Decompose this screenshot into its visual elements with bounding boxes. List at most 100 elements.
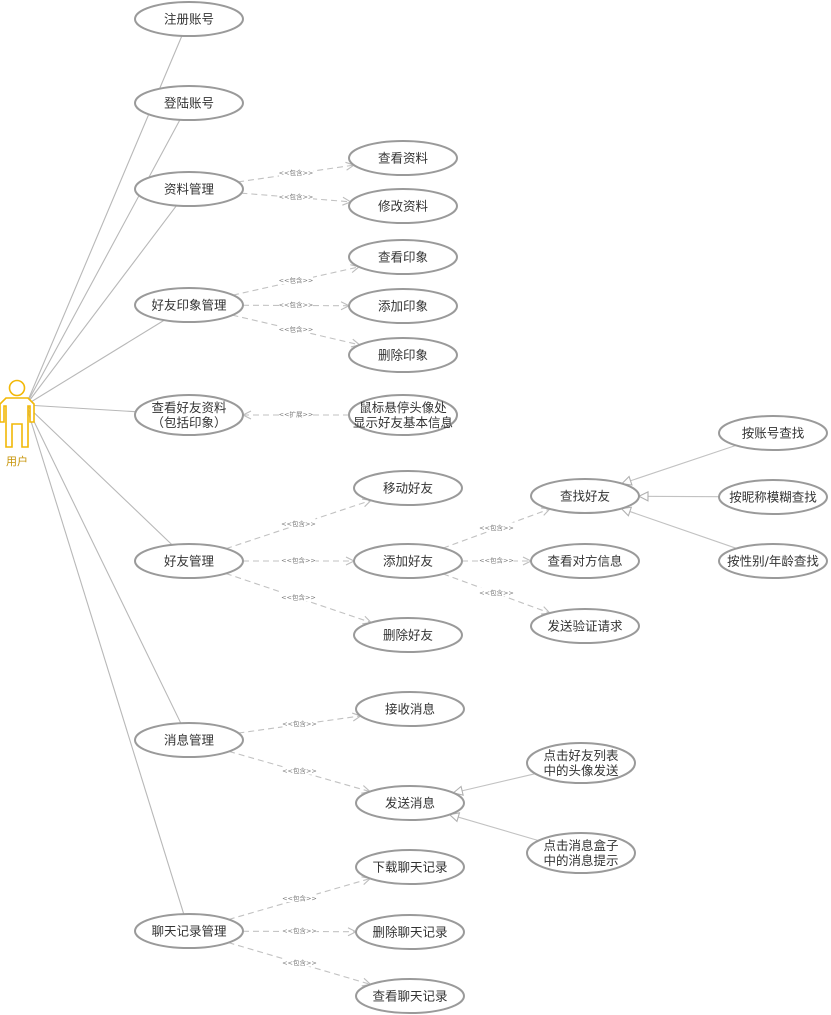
dependency-impression-add-impression: <<包含>> xyxy=(242,299,349,310)
use-case-move-friend: 移动好友 xyxy=(353,470,463,506)
dependency-add-friend-find-friend: <<包含>> xyxy=(442,509,550,549)
use-case-ellipse xyxy=(348,337,458,373)
use-case-add-impression: 添加印象 xyxy=(348,288,458,324)
dependency-messages-send-msg: <<包含>> xyxy=(228,750,370,791)
use-case-label: 按性别/年龄查找 xyxy=(727,554,819,569)
dependency-hover-avatar-view-friend-info: <<扩展>> xyxy=(243,409,349,419)
use-case-ellipse xyxy=(353,543,463,579)
use-case-login: 登陆账号 xyxy=(134,85,244,121)
use-case-label: 添加印象 xyxy=(378,299,428,314)
use-case-view-profile: 查看资料 xyxy=(348,140,458,176)
use-case-delete-friend: 删除好友 xyxy=(353,617,463,653)
use-case-label: 登陆账号 xyxy=(164,96,214,111)
use-case-impression: 好友印象管理 xyxy=(134,287,244,323)
use-case-messages: 消息管理 xyxy=(134,722,244,758)
stereotype-label: <<包含>> xyxy=(279,325,314,334)
use-case-label: 消息管理 xyxy=(164,733,215,748)
use-case-ellipse xyxy=(355,691,465,727)
actor-label: 用户 xyxy=(6,454,28,468)
association-friends xyxy=(25,404,173,546)
dependency-add-friend-send-verify: <<包含>> xyxy=(442,573,550,613)
use-case-ellipse xyxy=(348,140,458,176)
stereotype-label: <<包含>> xyxy=(282,766,317,775)
dependency-chat-history-delete-history: <<包含>> xyxy=(242,925,356,936)
stereotype-label: <<包含>> xyxy=(281,556,316,565)
use-case-ellipse xyxy=(353,470,463,506)
use-case-delete-impression: 删除印象 xyxy=(348,337,458,373)
stereotype-label: <<包含>> xyxy=(279,276,314,285)
dependency-add-friend-view-other-info: <<包含>> xyxy=(462,555,531,565)
dependency-friends-add-friend: <<包含>> xyxy=(243,555,354,565)
use-case-ellipse xyxy=(355,978,465,1014)
dependency-friends-move-friend: <<包含>> xyxy=(225,500,371,550)
use-case-label: 查看印象 xyxy=(378,250,428,265)
use-case-label: 查看对方信息 xyxy=(547,554,622,569)
use-case-view-friend-info: 查看好友资料（包括印象） xyxy=(134,394,244,436)
use-case-label: 删除聊天记录 xyxy=(372,925,447,940)
use-case-ellipse xyxy=(530,608,640,644)
use-case-ellipse xyxy=(134,171,244,207)
use-case-find-by-nickname: 按昵称模糊查找 xyxy=(718,479,828,515)
use-case-label: 查看资料 xyxy=(378,151,429,166)
use-case-label: 中的头像发送 xyxy=(543,763,619,778)
association-impression xyxy=(25,319,165,406)
use-case-label: 显示好友基本信息 xyxy=(353,415,453,430)
use-case-ellipse xyxy=(355,785,465,821)
stereotype-label: <<包含>> xyxy=(279,192,314,201)
use-case-label: 资料管理 xyxy=(164,182,215,197)
stereotype-label: <<包含>> xyxy=(282,719,317,728)
use-case-ellipse xyxy=(134,287,244,323)
use-case-label: 查找好友 xyxy=(560,489,610,504)
stereotype-label: <<包含>> xyxy=(479,588,514,597)
use-case-edit-profile: 修改资料 xyxy=(348,188,458,224)
use-case-receive-msg: 接收消息 xyxy=(355,691,465,727)
use-case-download-history: 下载聊天记录 xyxy=(355,849,465,885)
use-case-ellipse xyxy=(355,914,465,950)
dependency-profile-edit-profile: <<包含>> xyxy=(241,191,350,202)
generalization-click-friend-avatar xyxy=(452,773,536,796)
use-case-label: 查看好友资料 xyxy=(151,400,227,415)
generalization-find-by-nickname xyxy=(637,490,720,502)
use-case-ellipse xyxy=(134,543,244,579)
use-case-chat-history: 聊天记录管理 xyxy=(134,913,244,949)
use-case-label: 移动好友 xyxy=(383,481,433,496)
stereotype-label: <<包含>> xyxy=(282,926,317,935)
use-case-label: 发送验证请求 xyxy=(547,619,623,634)
use-case-label: 聊天记录管理 xyxy=(151,924,227,939)
dependency-messages-receive-msg: <<包含>> xyxy=(238,716,360,734)
use-case-friends: 好友管理 xyxy=(134,543,244,579)
association-messages xyxy=(25,404,182,724)
stereotype-label: <<包含>> xyxy=(479,556,514,565)
use-case-view-other-info: 查看对方信息 xyxy=(530,543,640,579)
use-case-ellipse xyxy=(134,394,244,436)
use-case-label: 按昵称模糊查找 xyxy=(729,490,817,505)
use-case-send-verify: 发送验证请求 xyxy=(530,608,640,644)
stereotype-label: <<包含>> xyxy=(282,958,317,967)
use-case-ellipse xyxy=(718,415,828,451)
dependency-chat-history-view-history: <<包含>> xyxy=(228,942,370,985)
use-case-label: 删除印象 xyxy=(378,348,428,363)
association-view-friend-info xyxy=(25,404,136,413)
use-case-ellipse xyxy=(530,478,640,514)
stereotype-label: <<包含>> xyxy=(282,894,317,903)
stereotype-label: <<包含>> xyxy=(279,168,314,177)
stereotype-label: <<扩展>> xyxy=(279,410,314,419)
use-case-delete-history: 删除聊天记录 xyxy=(355,914,465,950)
use-case-register: 注册账号 xyxy=(134,1,244,37)
stereotype-label: <<包含>> xyxy=(281,593,316,602)
use-case-view-history: 查看聊天记录 xyxy=(355,978,465,1014)
dependency-impression-view-impression: <<包含>> xyxy=(232,267,359,296)
generalization-find-by-account xyxy=(620,444,737,486)
use-case-add-friend: 添加好友 xyxy=(353,543,463,579)
use-case-ellipse xyxy=(355,849,465,885)
use-case-label: 下载聊天记录 xyxy=(372,860,447,875)
use-case-ellipse xyxy=(134,722,244,758)
dependency-friends-delete-friend: <<包含>> xyxy=(225,572,371,622)
use-case-label: 点击好友列表 xyxy=(543,748,619,763)
use-case-ellipse xyxy=(348,394,458,436)
use-case-label: 点击消息盒子 xyxy=(543,838,618,853)
